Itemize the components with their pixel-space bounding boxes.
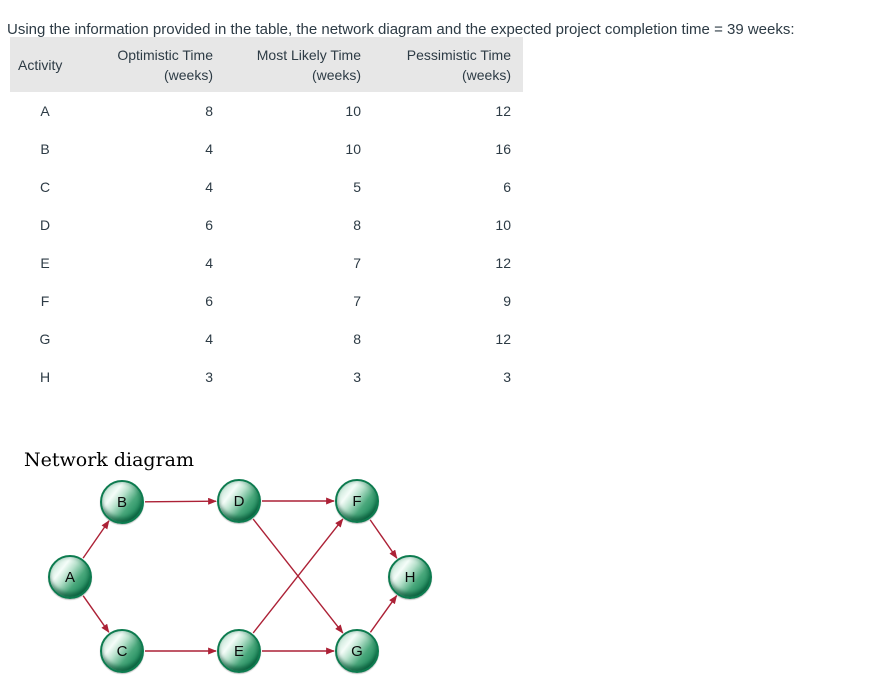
edge-E-F bbox=[252, 518, 344, 634]
node-label-F: F bbox=[352, 492, 362, 510]
diagram-title: Network diagram bbox=[24, 449, 194, 471]
cell-optimistic: 6 bbox=[205, 293, 213, 309]
node-E: E bbox=[217, 629, 261, 673]
cell-pessimistic: 12 bbox=[495, 255, 511, 271]
table-row: C 4 5 6 bbox=[10, 168, 523, 206]
cell-most-likely: 10 bbox=[345, 103, 361, 119]
node-A: A bbox=[48, 555, 92, 599]
node-label-G: G bbox=[351, 642, 363, 660]
column-header-optimistic: Optimistic Time (weeks) bbox=[90, 37, 225, 92]
edge-A-C bbox=[82, 595, 110, 633]
column-header-units: (weeks) bbox=[311, 66, 361, 83]
edge-D-G bbox=[252, 518, 344, 634]
table-row: E 4 7 12 bbox=[10, 244, 523, 282]
table-row: A 8 10 12 bbox=[10, 92, 523, 130]
table-row: B 4 10 16 bbox=[10, 130, 523, 168]
column-header-most-likely: Most Likely Time (weeks) bbox=[225, 37, 373, 92]
column-header-label: Most Likely Time bbox=[256, 46, 361, 63]
node-B: B bbox=[100, 480, 144, 524]
node-D: D bbox=[217, 479, 261, 523]
edge-G-H bbox=[369, 594, 398, 633]
cell-pessimistic: 12 bbox=[495, 103, 511, 119]
cell-most-likely: 5 bbox=[353, 179, 361, 195]
cell-activity: G bbox=[39, 331, 51, 347]
table-row: D 6 8 10 bbox=[10, 206, 523, 244]
column-header-units: (weeks) bbox=[461, 66, 511, 83]
cell-most-likely: 8 bbox=[353, 331, 361, 347]
cell-activity: C bbox=[39, 179, 51, 195]
cell-most-likely: 7 bbox=[353, 255, 361, 271]
edge-B-D bbox=[144, 497, 217, 505]
cell-optimistic: 6 bbox=[205, 217, 213, 233]
cell-pessimistic: 6 bbox=[503, 179, 511, 195]
activity-table: Activity Optimistic Time (weeks) Most Li… bbox=[10, 37, 523, 396]
node-H: H bbox=[388, 555, 432, 599]
column-header-units: (weeks) bbox=[163, 66, 213, 83]
cell-optimistic: 4 bbox=[205, 255, 213, 271]
column-header-label: Optimistic Time bbox=[117, 46, 213, 63]
question-text: Using the information provided in the ta… bbox=[7, 21, 795, 38]
cell-activity: E bbox=[40, 255, 50, 271]
cell-pessimistic: 16 bbox=[495, 141, 511, 157]
table-header-row: Activity Optimistic Time (weeks) Most Li… bbox=[10, 37, 523, 92]
node-label-B: B bbox=[116, 493, 127, 511]
column-header-label: Pessimistic Time bbox=[406, 46, 511, 63]
cell-optimistic: 4 bbox=[205, 141, 213, 157]
table-row: F 6 7 9 bbox=[10, 282, 523, 320]
cell-optimistic: 4 bbox=[205, 331, 213, 347]
node-label-E: E bbox=[233, 642, 244, 660]
cell-pessimistic: 12 bbox=[495, 331, 511, 347]
table-row: H 3 3 3 bbox=[10, 358, 523, 396]
node-label-C: C bbox=[116, 642, 128, 660]
cell-optimistic: 8 bbox=[205, 103, 213, 119]
node-G: G bbox=[335, 629, 379, 673]
cell-optimistic: 4 bbox=[205, 179, 213, 195]
cell-pessimistic: 3 bbox=[503, 369, 511, 385]
column-header-activity: Activity bbox=[10, 37, 90, 92]
cell-pessimistic: 9 bbox=[503, 293, 511, 309]
cell-activity: H bbox=[39, 369, 51, 385]
node-F: F bbox=[335, 479, 379, 523]
cell-activity: A bbox=[40, 103, 50, 119]
cell-activity: D bbox=[39, 217, 51, 233]
cell-optimistic: 3 bbox=[205, 369, 213, 385]
cell-most-likely: 10 bbox=[345, 141, 361, 157]
column-header-label: Activity bbox=[18, 56, 63, 73]
node-label-H: H bbox=[404, 568, 416, 586]
node-label-D: D bbox=[233, 492, 245, 510]
cell-most-likely: 3 bbox=[353, 369, 361, 385]
cell-activity: B bbox=[40, 141, 50, 157]
cell-pessimistic: 10 bbox=[495, 217, 511, 233]
cell-most-likely: 7 bbox=[353, 293, 361, 309]
node-label-A: A bbox=[64, 568, 75, 586]
edge-F-H bbox=[369, 519, 398, 559]
cell-most-likely: 8 bbox=[353, 217, 361, 233]
cell-activity: F bbox=[40, 293, 50, 309]
edge-A-B bbox=[82, 520, 110, 559]
table-row: G 4 8 12 bbox=[10, 320, 523, 358]
column-header-pessimistic: Pessimistic Time (weeks) bbox=[373, 37, 523, 92]
node-C: C bbox=[100, 629, 144, 673]
